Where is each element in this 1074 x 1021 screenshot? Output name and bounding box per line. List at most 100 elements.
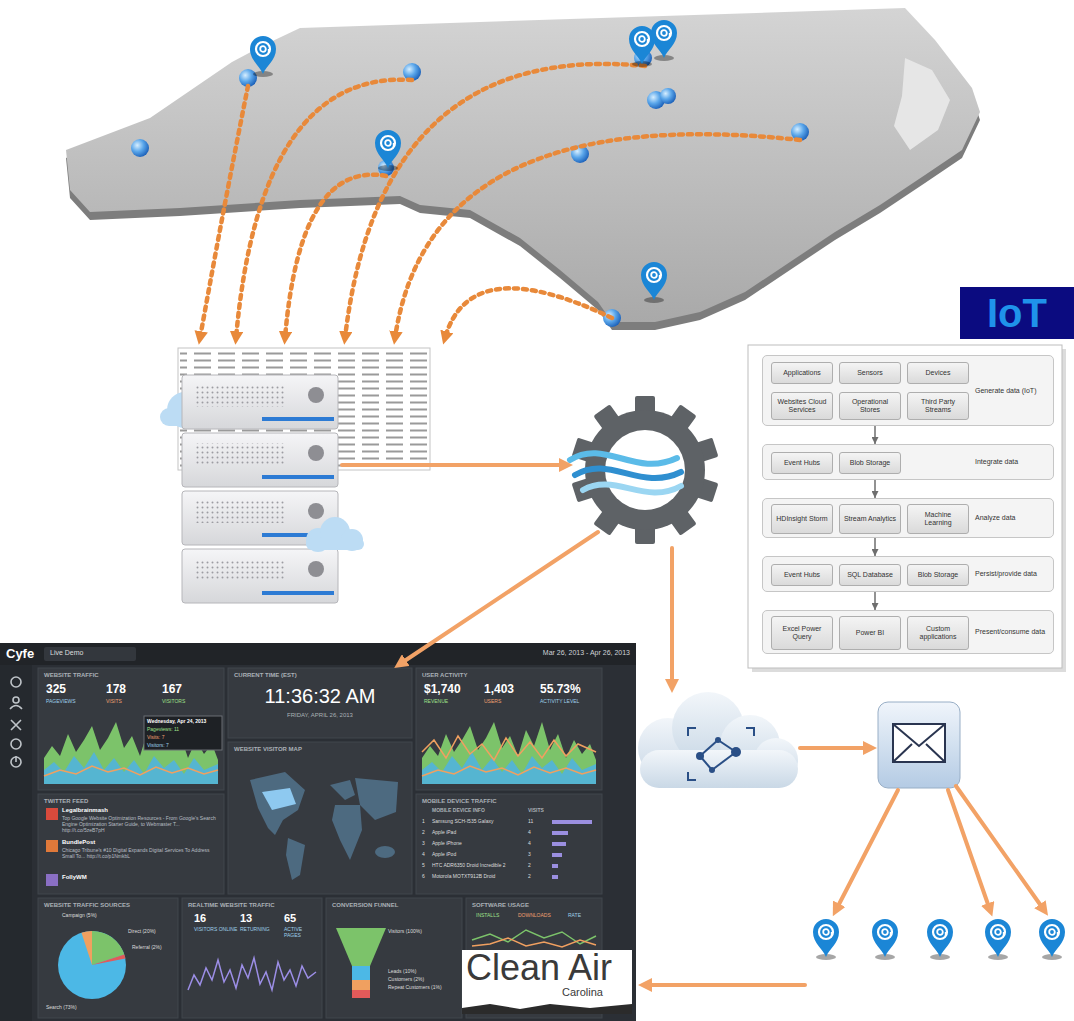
label-text: 4: [528, 829, 548, 835]
label-text: Analyze data: [975, 514, 1051, 522]
flow-panel: [748, 345, 1062, 668]
dashboard-screenshot: [250, 772, 398, 880]
server-stack: [182, 433, 338, 487]
flow-arrows: [800, 746, 870, 750]
network-cloud: [696, 752, 704, 760]
dashboard-screenshot: [330, 780, 355, 800]
label-text: Samsung SCH-I535 Galaxy: [432, 818, 524, 824]
dashboard-screenshot: [144, 716, 222, 750]
label-text: VISITS: [106, 698, 156, 704]
service-box: Power BI: [839, 616, 901, 650]
label-text: Chicago Tribune's #10 Digital Expands Di…: [62, 847, 218, 859]
label-text: 55.73%: [540, 682, 600, 696]
dashboard-screenshot: [11, 739, 21, 749]
dashboard-screenshot: [472, 930, 596, 944]
service-box: Applications: [771, 362, 833, 384]
flow-arrows: [956, 786, 1044, 910]
stream-gear: [575, 468, 681, 478]
dashboard-screenshot: [10, 677, 22, 767]
label-text: 13: [240, 912, 270, 925]
recipient-pins: [985, 919, 1011, 960]
dashboard-screenshot: [13, 697, 19, 703]
label-text: Stream Analytics: [844, 515, 896, 523]
label-text: USER ACTIVITY: [422, 672, 592, 679]
label-text: 16: [194, 912, 224, 925]
dashboard-panel: CyfeLive DemoMar 26, 2013 - Apr 26, 2013…: [0, 643, 636, 1021]
label-text: Sensors: [857, 369, 883, 377]
label-text: 2: [422, 829, 430, 835]
label-text: SQL Database: [847, 571, 893, 579]
label-text: 4: [528, 840, 548, 846]
server-stack: [196, 385, 286, 407]
service-box: Devices: [907, 362, 969, 384]
label-text: Machine Learning: [911, 511, 965, 528]
dashboard-screenshot: [326, 898, 462, 1018]
dashboard-screenshot: [0, 643, 636, 1021]
label-text: Motorola MOTXT912B Droid: [432, 873, 524, 879]
label-text: 2: [528, 862, 548, 868]
email-icon: [893, 724, 945, 762]
label-text: REVENUE: [424, 698, 482, 704]
server-stack: [196, 501, 286, 523]
map-pins: [250, 36, 276, 77]
banner-label: IoT: [960, 287, 1074, 339]
label-text: SOFTWARE USAGE: [472, 902, 598, 909]
dashboard-screenshot: [416, 794, 602, 894]
email-icon: [893, 724, 945, 762]
dashboard-screenshot: [0, 643, 636, 1021]
dashboard-screenshot: [46, 808, 58, 820]
server-stack: [308, 445, 324, 461]
dashboard-screenshot: [352, 980, 370, 990]
flow-arrows: [400, 532, 598, 664]
service-box: Operational Stores: [839, 392, 901, 420]
label-text: Integrate data: [975, 458, 1051, 466]
dashboard-screenshot: [228, 742, 412, 894]
dashboard-screenshot: [286, 838, 305, 880]
recipient-pins: [813, 919, 1065, 960]
dashboard-screenshot: [11, 677, 21, 687]
dotted-data-arcs: [345, 64, 645, 338]
dashboard-screenshot: [552, 831, 568, 835]
email-icon: [878, 702, 960, 788]
dashboard-screenshot: [44, 766, 218, 776]
dashboard-screenshot: [355, 778, 398, 820]
label-text: Repeat Customers (1%): [388, 984, 460, 990]
label-text: RETURNING: [240, 926, 282, 932]
flow-panel: [748, 345, 1066, 672]
dashboard-screenshot: [422, 736, 596, 760]
flow-arrow: [874, 538, 876, 556]
label-text: WEBSITE TRAFFIC SOURCES: [44, 902, 174, 909]
label-text: Carolina: [562, 987, 628, 998]
service-box: Sensors: [839, 362, 901, 384]
dashboard-screenshot: [44, 647, 136, 661]
service-box: Websites Cloud Services: [771, 392, 833, 420]
label-text: $1,740: [424, 682, 482, 696]
service-box: HDInsight Storm: [771, 504, 833, 534]
label-text: 2: [528, 873, 548, 879]
flow-panel: [752, 349, 1066, 672]
label-text: Visitors: 7: [147, 742, 219, 748]
label-text: Websites Cloud Services: [775, 398, 829, 415]
dashboard-screenshot: [188, 958, 316, 990]
dotted-data-arcs: [395, 134, 800, 338]
label-text: Applications: [783, 369, 821, 377]
label-text: Persist/provide data: [975, 570, 1051, 578]
server-stack: [182, 375, 338, 603]
label-text: RATE: [568, 912, 598, 918]
server-stack: [262, 591, 334, 595]
dashboard-screenshot: [250, 772, 305, 835]
label-text: 3: [422, 840, 430, 846]
stream-gear: [572, 396, 719, 544]
label-text: HTC ADR6350 Droid Incredible 2: [432, 862, 524, 868]
flow-arrows: [645, 983, 805, 987]
network-cloud: [709, 767, 715, 773]
label-text: ACTIVE PAGES: [284, 926, 320, 938]
data-source-dots: [660, 88, 676, 104]
label-text: 3: [528, 851, 548, 857]
dashboard-screenshot: [552, 875, 558, 879]
dashboard-screenshot: [552, 853, 562, 857]
flow-arrow: [874, 426, 876, 444]
map-pins: [375, 130, 401, 171]
label-text: Generate data (IoT): [975, 386, 1051, 394]
